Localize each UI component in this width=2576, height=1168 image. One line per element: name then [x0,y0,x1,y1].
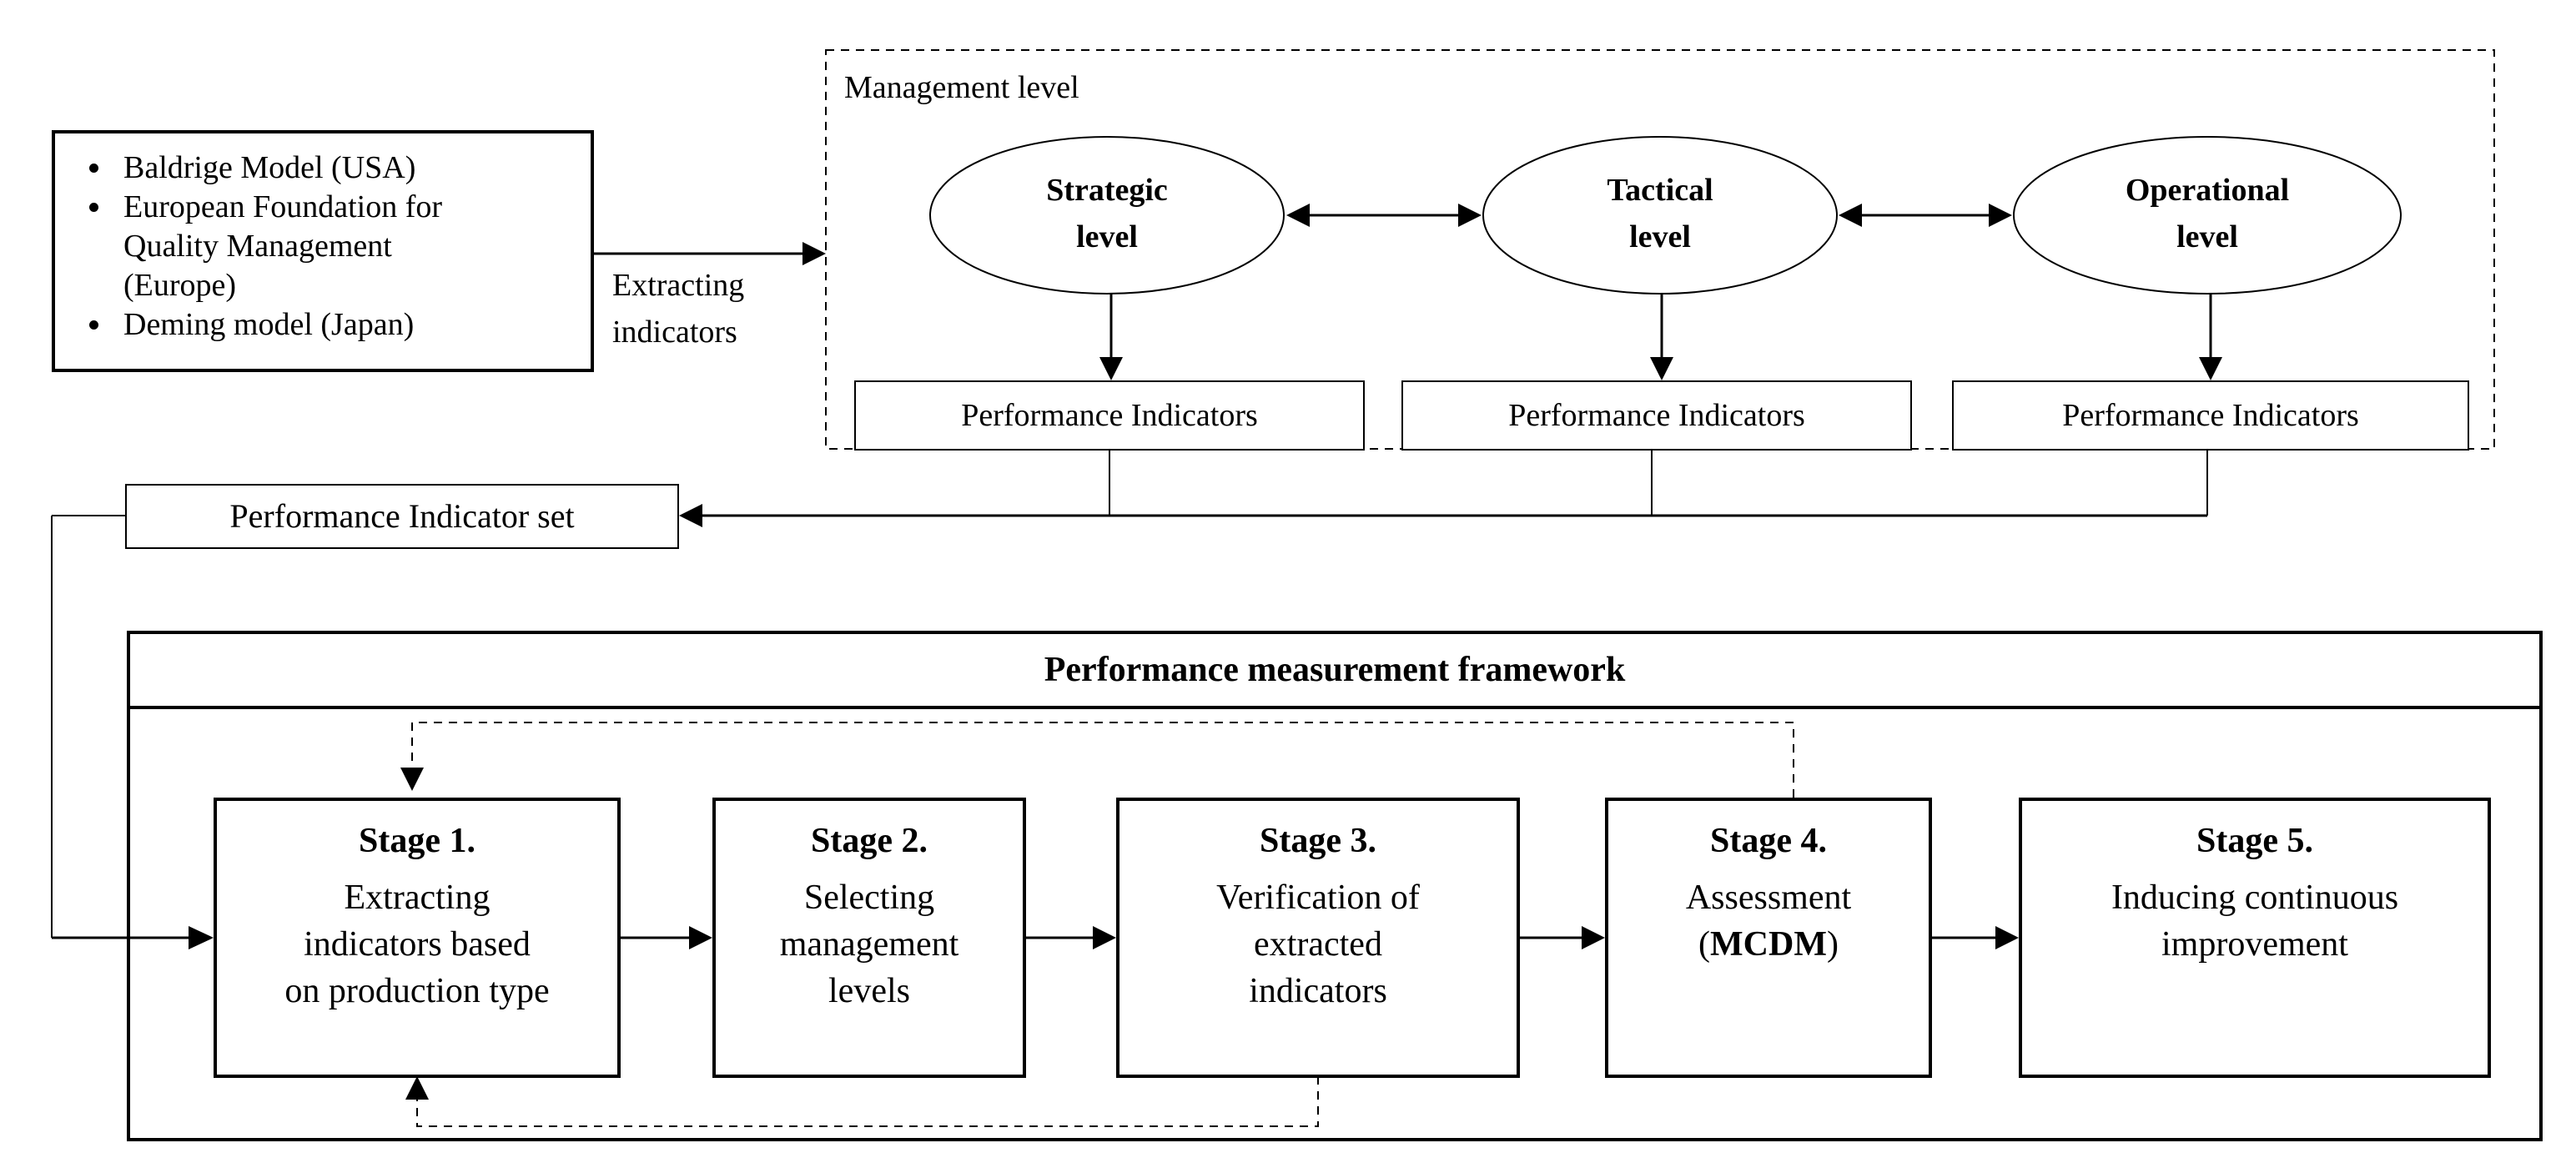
level-label-line: level [1076,219,1138,254]
stage-text-line: Inducing continuous [2111,879,2399,917]
level-label-line: level [2176,219,2238,254]
stage-text-line: indicators based [304,925,531,964]
stage-2-box: Stage 2. Selecting management levels [712,798,1026,1078]
stage-text-line: Extracting [344,879,491,917]
tactical-level-ellipse [1482,136,1838,295]
indicator-set-label: Performance Indicator set [229,497,575,535]
strategic-level-label: Strategic level [982,167,1232,260]
extract-arrowhead [802,242,826,265]
stage-text-line: Verification of [1216,879,1420,917]
operational-down-arrow [2199,294,2222,380]
stage-text-line: (MCDM) [1608,921,1929,968]
stage-title: Stage 5. [2196,822,2313,860]
framework-title-bar: Performance measurement framework [127,631,2543,709]
stage-text-line: on production type [284,972,550,1010]
tactical-down-arrow [1650,294,1673,380]
indicator-collector [679,451,2208,527]
stage-text-line: indicators [1249,972,1387,1010]
management-level-title: Management level [844,70,1079,105]
strategic-indicators-box: Performance Indicators [854,380,1365,451]
stage3-to-stage4-arrow [1520,926,1605,949]
source-models-list: Baldrige Model (USA) European Foundation… [55,149,591,345]
framework-title: Performance measurement framework [1044,651,1626,689]
stage-text-line: Assessment [1685,879,1852,917]
level-label-line: Strategic [1046,173,1168,208]
stage-4-box: Stage 4. Assessment (MCDM) [1605,798,1932,1078]
stage4-to-stage5-arrow [1932,926,2019,949]
tactical-level-label: Tactical level [1535,167,1785,260]
indicator-box-label: Performance Indicators [961,398,1258,433]
stage-text-line: management [779,925,959,964]
stage3-feedback-loop [405,1076,1319,1127]
stage-title: Stage 4. [1710,822,1827,860]
stage-text-line: Selecting [803,879,935,917]
operational-indicators-box: Performance Indicators [1952,380,2469,451]
source-model-item: Deming model (Japan) [113,305,591,345]
mcdm-label: MCDM [1710,925,1827,964]
stage4-feedback-loop [400,722,1794,798]
stage-text-line: levels [828,972,910,1010]
extract-label-line: indicators [612,315,737,350]
strategic-level-ellipse [929,136,1285,295]
level-label-line: Operational [2125,173,2290,208]
stage-title: Stage 1. [359,822,475,860]
stage-1-box: Stage 1. Extracting indicators based on … [214,798,621,1078]
source-models-box: Baldrige Model (USA) European Foundation… [52,130,594,372]
stage-title: Stage 2. [811,822,928,860]
stage-title: Stage 3. [1260,822,1376,860]
indicator-set-box: Performance Indicator set [125,484,679,549]
mcdm-close-paren: ) [1826,925,1839,964]
tactical-operational-link [1839,204,2012,227]
stage-3-box: Stage 3. Verification of extracted indic… [1116,798,1520,1078]
indicator-box-label: Performance Indicators [2062,398,2359,433]
level-label-line: Tactical [1607,173,1713,208]
strategic-tactical-link [1286,204,1482,227]
level-label-line: level [1629,219,1691,254]
stage1-to-stage2-arrow [621,926,712,949]
operational-level-ellipse [2013,136,2402,295]
operational-level-label: Operational level [2082,167,2332,260]
mcdm-open-paren: ( [1698,925,1711,964]
source-model-item: Baldrige Model (USA) [113,149,591,188]
extract-arrow-label: Extracting indicators [612,262,744,355]
stage2-to-stage3-arrow [1026,926,1116,949]
stage-5-box: Stage 5. Inducing continuous improvement [2019,798,2491,1078]
stage-text-line: extracted [1254,925,1382,964]
strategic-down-arrow [1099,294,1123,380]
indicator-set-to-stage1 [51,515,214,949]
source-model-item: European Foundation for Quality Manageme… [113,188,507,305]
tactical-indicators-box: Performance Indicators [1401,380,1912,451]
stage-text-line: improvement [2161,925,2348,964]
extract-label-line: Extracting [612,268,745,303]
indicator-box-label: Performance Indicators [1508,398,1805,433]
